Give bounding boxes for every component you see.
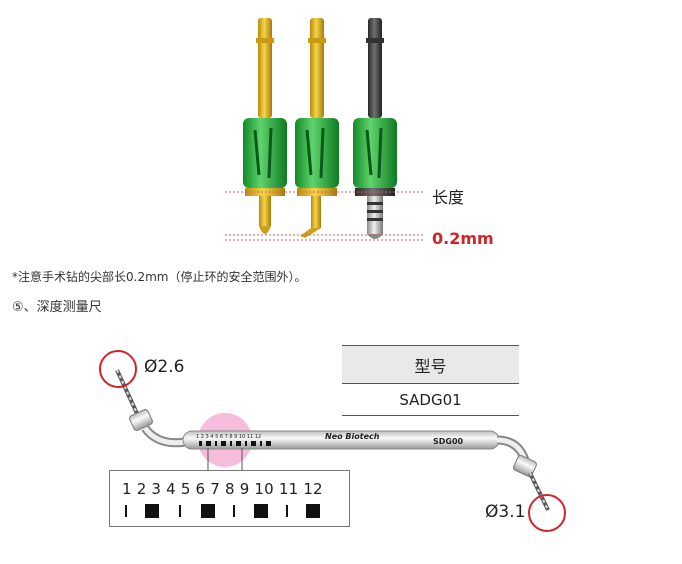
drill-2	[295, 18, 339, 238]
rod-scale-marks	[199, 441, 271, 446]
section-heading: ⑤、深度测量尺	[12, 300, 102, 315]
scale-inset: 1 2 3 4 5 6 7 8 9 10 11 12	[109, 470, 350, 527]
depth-gauge-illustration: 1 2 3 4 5 6 7 8 9 10 11 12 Neo Biotech S…	[99, 350, 566, 532]
rod-brand-logo: Neo Biotech	[325, 432, 380, 441]
scale-inset-numbers: 1 2 3 4 5 6 7 8 9 10 11 12	[122, 480, 323, 498]
drill-1	[243, 18, 287, 234]
left-tip-circle	[99, 350, 137, 388]
drill-3	[353, 18, 397, 239]
rod-engraved-code: SDG00	[433, 437, 464, 446]
drill-illustration	[225, 18, 425, 241]
drill-tip-note: *注意手术钻的尖部长0.2mm（停止环的安全范围外）。	[12, 270, 307, 284]
right-tip-circle	[528, 494, 566, 532]
left-probe	[115, 369, 186, 448]
scale-inset-marks	[125, 504, 320, 518]
length-label: 长度	[432, 188, 465, 207]
left-diameter-label: Ø2.6	[144, 357, 185, 377]
rod-tiny-scale: 1 2 3 4 5 6 7 8 9 10 11 12	[196, 434, 261, 440]
right-probe	[496, 435, 550, 511]
tip-length-label: 0.2mm	[432, 229, 494, 248]
model-table-value: SADG01	[342, 384, 519, 416]
right-diameter-label: Ø3.1	[485, 502, 526, 522]
model-table-header: 型号	[342, 345, 519, 384]
